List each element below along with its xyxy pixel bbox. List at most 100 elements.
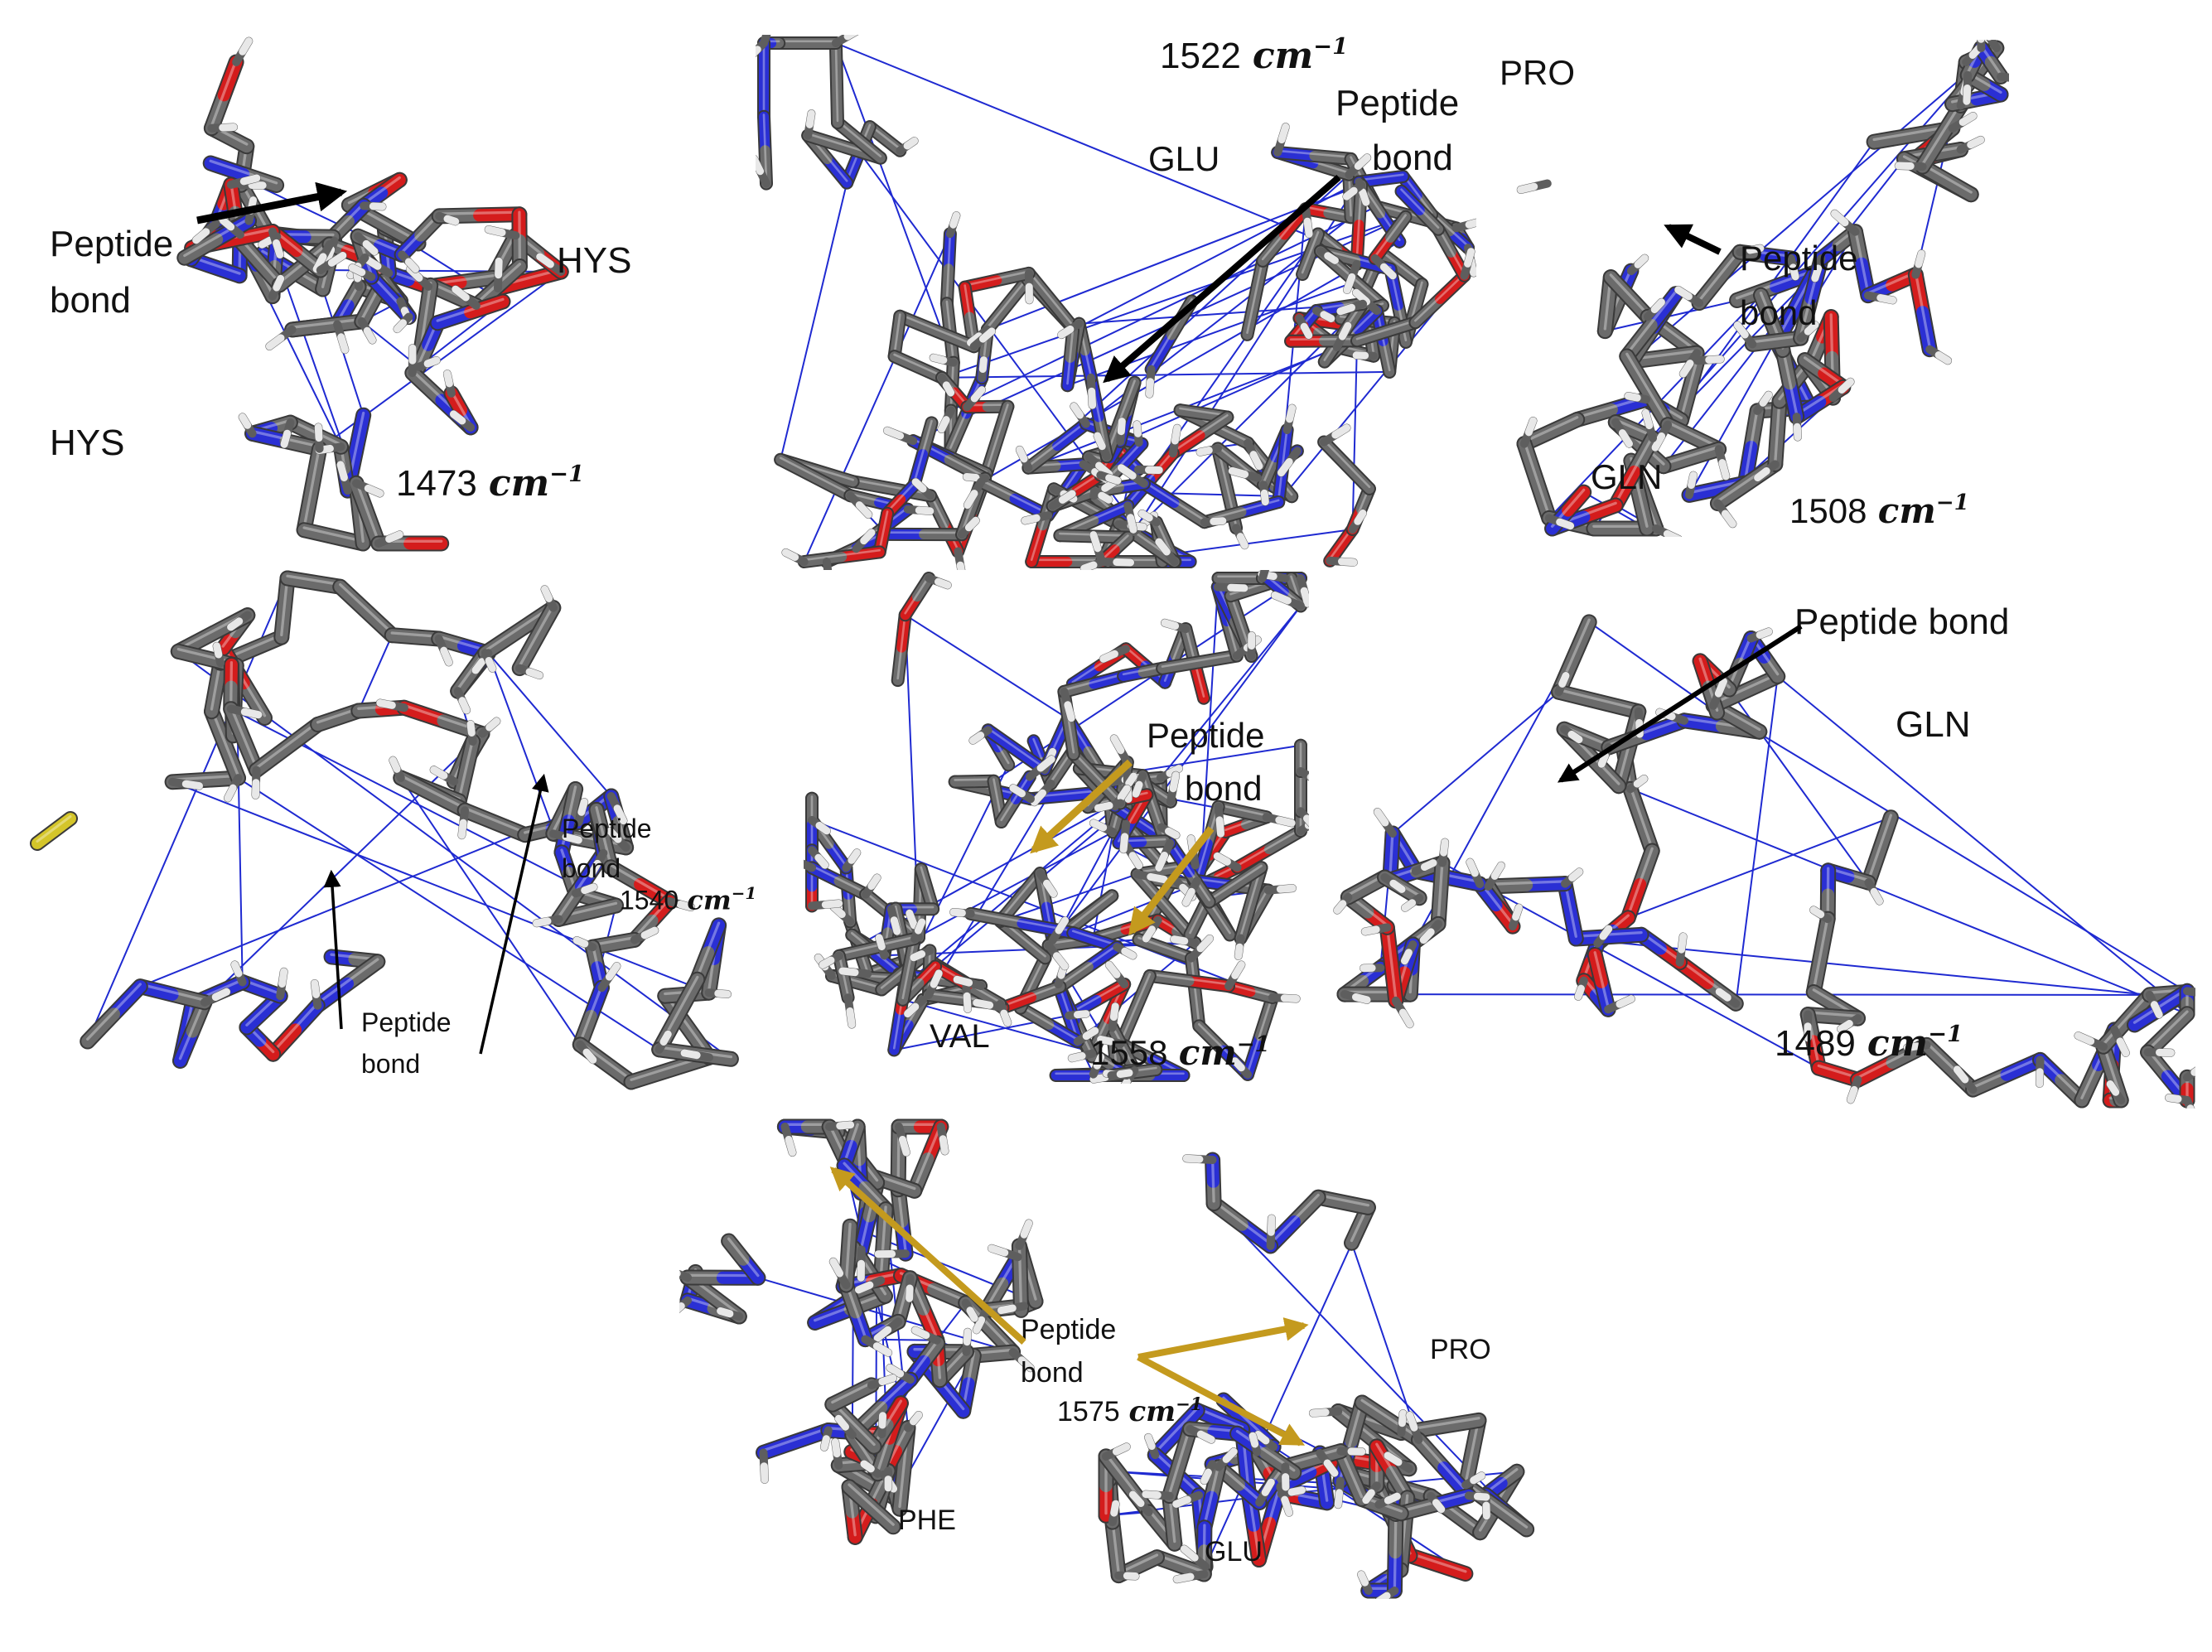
bond-segment (1320, 311, 1335, 322)
bond-segment (1277, 123, 1290, 144)
bond-segment (1433, 1413, 1485, 1433)
bond-segment (1088, 387, 1097, 409)
bond-segment (1322, 439, 1371, 489)
bond-segment (1067, 661, 1104, 689)
bond-segment (1683, 482, 1724, 501)
bond-segment (1556, 518, 1574, 530)
bond-segment (1276, 884, 1297, 893)
bond-segment (355, 479, 380, 543)
bond-segment (1398, 1409, 1407, 1427)
bond-segment (1718, 459, 1730, 481)
bond-segment (1341, 460, 1374, 494)
bond-segment (1058, 490, 1076, 504)
bond-segment (1316, 1193, 1370, 1207)
bond-segment (1490, 862, 1505, 880)
bond-segment (495, 257, 503, 279)
bond-segment (956, 561, 965, 570)
bond-segment (625, 1063, 677, 1089)
bond-segment (452, 285, 470, 302)
bond-segment (1027, 421, 1088, 467)
bond-segment (867, 874, 881, 890)
bond-segment (911, 1326, 930, 1340)
bond-segment (910, 950, 926, 962)
bond-segment (1142, 925, 1156, 943)
bond-segment (1473, 1492, 1490, 1501)
bond-segment (1059, 944, 1118, 987)
bond-segment (1916, 306, 1936, 356)
bond-segment (967, 332, 983, 347)
bond-segment (1344, 993, 2151, 996)
bond-segment (664, 992, 711, 1057)
bond-segment (965, 908, 1027, 929)
bond-segment (1465, 219, 1476, 229)
bond-segment (1379, 249, 1423, 284)
bond-segment (811, 466, 858, 487)
bond-segment (1147, 872, 1168, 884)
bond-segment (525, 668, 543, 679)
bond-segment (1289, 337, 1359, 341)
bond-segment (1319, 437, 1352, 471)
bond-segment (1236, 497, 1284, 518)
bond-segment (423, 356, 441, 368)
bond-segment (1920, 162, 1973, 194)
bond-segment (487, 652, 563, 853)
bond-segment (363, 255, 382, 270)
bond-segment (1277, 425, 1292, 471)
p5-wavenumber-value: 1558 (1090, 1033, 1168, 1073)
bond-segment (837, 547, 885, 563)
bond-segment (640, 926, 659, 940)
bond-segment (1715, 988, 1731, 1002)
bond-segment (1558, 672, 1570, 688)
p1-wavenumber-value: 1473 (396, 462, 477, 504)
bond-segment (224, 784, 237, 802)
p7-wavenumber-value: 1575 (1057, 1396, 1120, 1428)
bond-segment (1094, 801, 1113, 812)
bond-segment (1870, 887, 1884, 906)
bond-segment (479, 624, 526, 659)
bond-segment (1374, 214, 1407, 258)
bond-segment (872, 1342, 892, 1357)
bond-segment (302, 526, 365, 543)
bond-segment (785, 1136, 796, 1157)
bond-segment (2075, 1059, 2105, 1107)
bond-segment (1361, 925, 1380, 935)
bond-segment (976, 476, 1020, 504)
bond-segment (1759, 249, 1798, 265)
bond-segment (1171, 413, 1229, 453)
bond-segment (1161, 619, 1180, 630)
bond-segment (1803, 356, 1845, 387)
bond-segment (1002, 983, 1061, 1007)
bond-segment (1645, 287, 1683, 331)
bond-segment (903, 137, 919, 150)
bond-segment (781, 548, 799, 561)
bond-segment (848, 1483, 895, 1526)
p1-peptide-label-line2: bond (50, 280, 131, 321)
bond-segment (591, 943, 604, 988)
bond-segment (1099, 650, 1118, 663)
bond-segment (1287, 1486, 1306, 1496)
bond-segment (1173, 1572, 1195, 1583)
bond-segment (949, 211, 960, 229)
bond-segment (457, 737, 475, 800)
bond-segment (1227, 583, 1248, 592)
bond-segment (204, 157, 250, 181)
bond-segment (761, 1427, 830, 1452)
bond-segment (2150, 1001, 2163, 1019)
bond-segment (1524, 417, 1537, 437)
bond-segment (1759, 391, 1773, 407)
bond-segment (1618, 429, 1633, 448)
bond-segment (953, 975, 973, 987)
bond-segment (1625, 290, 1678, 355)
bond-segment (886, 1364, 905, 1378)
bond-segment (1064, 701, 1075, 722)
bond-segment (1066, 327, 1075, 385)
bond-segment (915, 506, 935, 515)
bond-segment (1232, 844, 1274, 873)
panel-7a-molecule (679, 1118, 1044, 1545)
bond-segment (1518, 437, 1543, 488)
bond-segment (997, 1304, 1017, 1315)
p2-wavenumber-unit: cm (1252, 34, 1314, 77)
bond-segment (1064, 717, 1079, 760)
bond-segment (1355, 319, 1417, 341)
bond-segment (1345, 306, 1382, 341)
